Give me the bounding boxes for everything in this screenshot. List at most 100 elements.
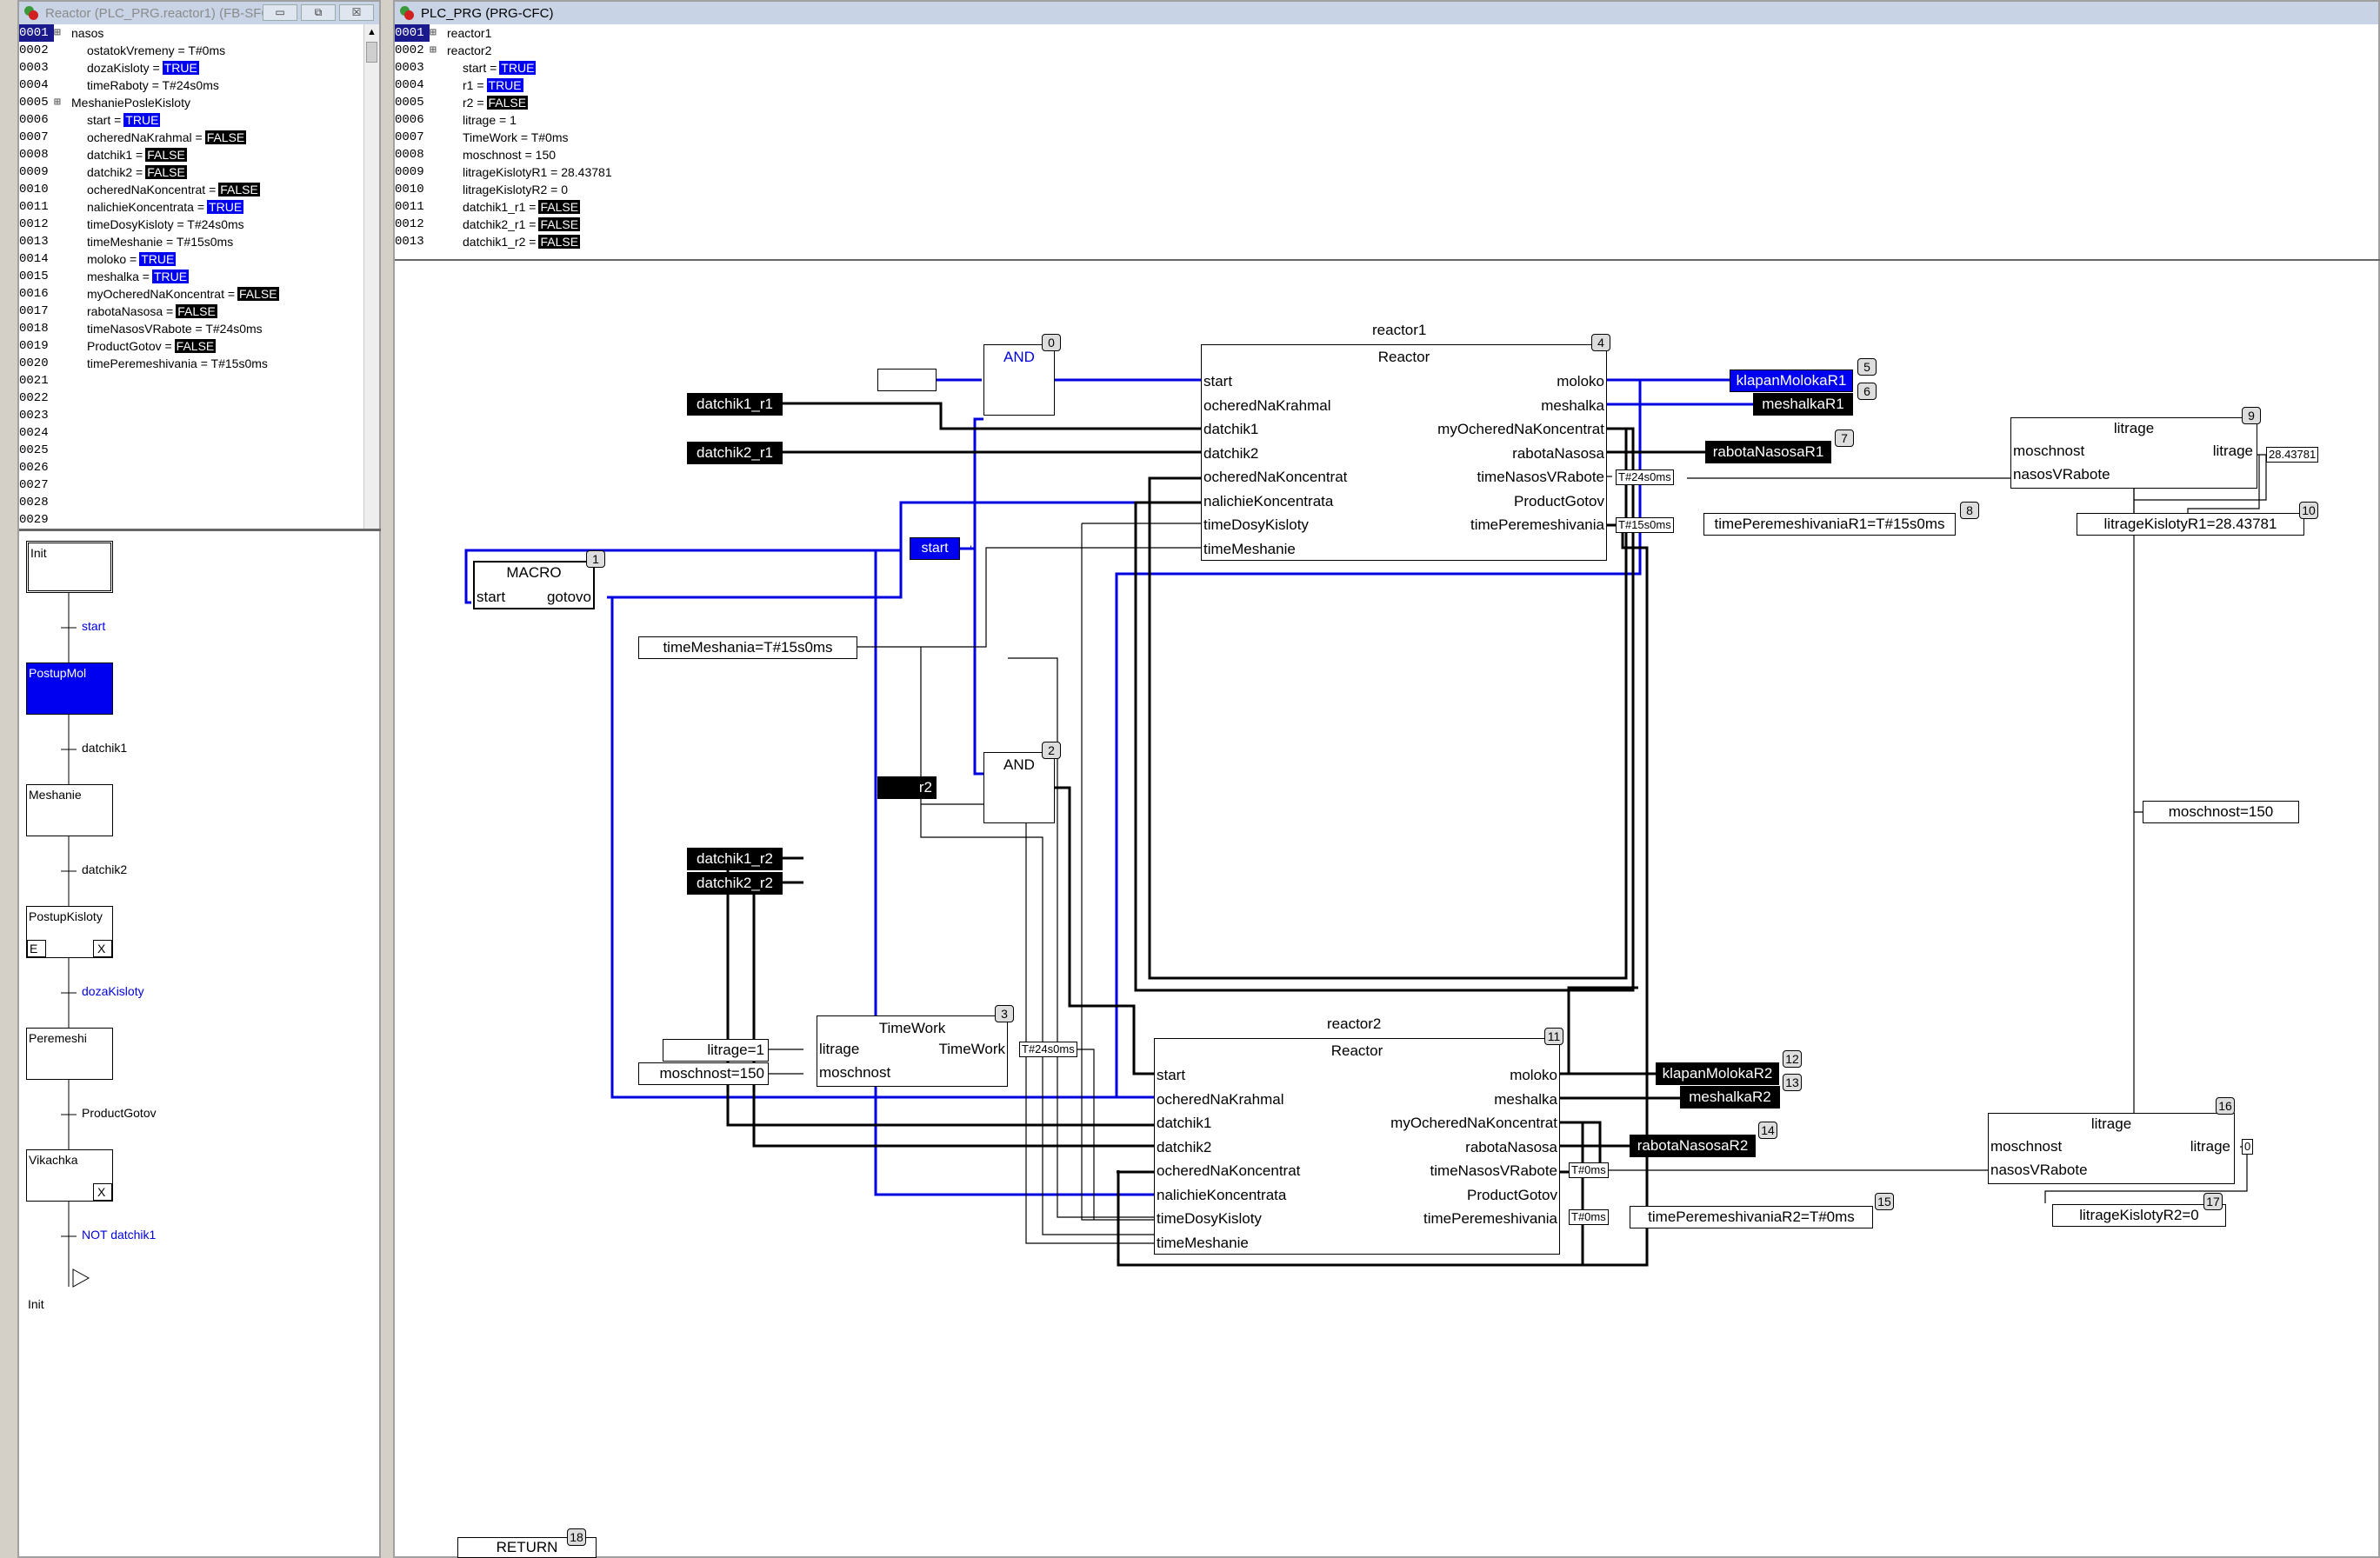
litrage1-block[interactable]: litrage moschnost nasosVRabote litrage [2010,417,2257,489]
var-datchik1-r1[interactable]: datchik1_r1 [687,393,783,416]
var-litragekisloty-r2[interactable]: litrageKislotyR2=0 [2052,1204,2226,1227]
declaration-line[interactable]: 0005⊞MeshaniePosleKisloty [19,94,365,111]
cfc-window-titlebar[interactable]: PLC_PRG (PRG-CFC) [395,2,2378,24]
declaration-line[interactable]: 0001⊞reactor1 [395,24,2377,42]
pane-splitter[interactable] [19,529,381,531]
declaration-line[interactable]: 0027 [19,476,365,494]
sfc-step[interactable]: Init [26,541,113,593]
input-pin[interactable]: timeDosyKisloty [1203,516,1309,533]
declaration-line[interactable]: 0025 [19,442,365,459]
output-pin[interactable]: moloko [1510,1067,1557,1083]
var-datchik1-r2[interactable]: datchik1_r2 [687,848,783,870]
sfc-step[interactable]: PostupMol [26,662,113,715]
litrage2-block[interactable]: litrage moschnost nasosVRabote litrage [1988,1113,2235,1184]
input-pin[interactable]: start [1203,373,1233,390]
var-moschnost-150[interactable]: moschnost=150 [638,1062,769,1085]
output-pin[interactable]: rabotaNasosa [1465,1138,1557,1155]
pane-splitter[interactable] [395,259,2380,261]
declaration-line[interactable]: 0023 [19,407,365,424]
var-klapan-r2[interactable]: klapanMolokaR2 [1656,1062,1779,1085]
input-pin[interactable]: ocheredNaKoncentrat [1157,1162,1301,1179]
timework-block[interactable]: TimeWork litrage moschnost TimeWork [817,1015,1008,1087]
output-pin[interactable]: moloko [1557,373,1604,390]
var-meshalka-r2[interactable]: meshalkaR2 [1680,1086,1780,1109]
declaration-line[interactable]: 0002⊞reactor2 [395,42,2377,59]
declaration-line[interactable]: 0024 [19,424,365,442]
var-timeperemeshivania-r1[interactable]: timePeremeshivaniaR1=T#15s0ms [1703,513,1956,536]
output-pin[interactable]: ProductGotov [1514,492,1604,509]
input-pin[interactable]: timeMeshanie [1157,1234,1249,1251]
output-pin[interactable]: timeNasosVRabote [1477,469,1604,485]
declaration-line[interactable]: 0029 [19,511,365,529]
output-pin[interactable]: timeNasosVRabote [1430,1162,1557,1179]
sfc-transition[interactable]: ProductGotov [82,1106,157,1120]
var-litragekisloty-r1[interactable]: litrageKislotyR1=28.43781 [2077,513,2304,536]
input-pin[interactable]: ocheredNaKoncentrat [1203,469,1348,485]
input-pin[interactable]: datchik1 [1157,1115,1212,1131]
input-pin[interactable]: ocheredNaKrahmal [1157,1090,1284,1108]
sfc-step[interactable]: Peremeshi [26,1028,113,1080]
input-pin[interactable]: timeMeshanie [1203,540,1296,557]
declaration-line[interactable]: 0028 [19,494,365,511]
declaration-line[interactable]: 0026 [19,459,365,476]
sfc-transition[interactable]: dozaKisloty [82,984,144,998]
minimize-button[interactable]: ▭ [263,4,297,21]
and1-block[interactable]: AND [983,344,1055,416]
input-pin[interactable]: timeDosyKisloty [1157,1210,1262,1227]
var-rabota-r1[interactable]: rabotaNasosaR1 [1705,441,1831,463]
scroll-thumb[interactable] [366,42,377,63]
sfc-transition[interactable]: NOT datchik1 [82,1228,157,1242]
sfc-transition[interactable]: start [82,619,106,633]
var-start[interactable]: start [910,537,960,560]
sfc-transition[interactable]: datchik1 [82,741,128,755]
tree-expand-icon[interactable]: ⊞ [430,43,437,57]
var-datchik2-r1[interactable]: datchik2_r1 [687,442,783,464]
macro-block[interactable]: MACRO start gotovo [473,561,595,609]
declarations-scrollbar[interactable]: ▲ [363,24,379,529]
tree-expand-icon[interactable]: ⊞ [54,26,61,39]
output-pin[interactable]: ProductGotov [1467,1186,1557,1203]
tree-expand-icon[interactable]: ⊞ [54,96,61,109]
declaration-line[interactable]: 0022 [19,390,365,407]
output-pin[interactable]: myOcheredNaKoncentrat [1437,421,1604,437]
var-datchik2-r2[interactable]: datchik2_r2 [687,872,783,895]
var-timeperemeshivania-r2[interactable]: timePeremeshivaniaR2=T#0ms [1630,1206,1873,1228]
sfc-step[interactable]: Meshanie [26,784,113,836]
output-pin[interactable]: timePeremeshivania [1470,516,1604,533]
input-pin[interactable]: datchik1 [1203,421,1259,437]
scroll-up-arrow[interactable]: ▲ [367,27,377,37]
output-pin[interactable]: myOcheredNaKoncentrat [1390,1115,1557,1131]
var-meshalka-r1[interactable]: meshalkaR1 [1753,393,1853,416]
restore-button[interactable]: ⧉ [301,4,336,21]
var-r1[interactable]: r1 [877,369,937,391]
sfc-transition[interactable]: datchik2 [82,862,128,876]
var-moschnost-150-r[interactable]: moschnost=150 [2143,801,2299,823]
input-pin[interactable]: nalichieKoncentrata [1157,1186,1287,1203]
